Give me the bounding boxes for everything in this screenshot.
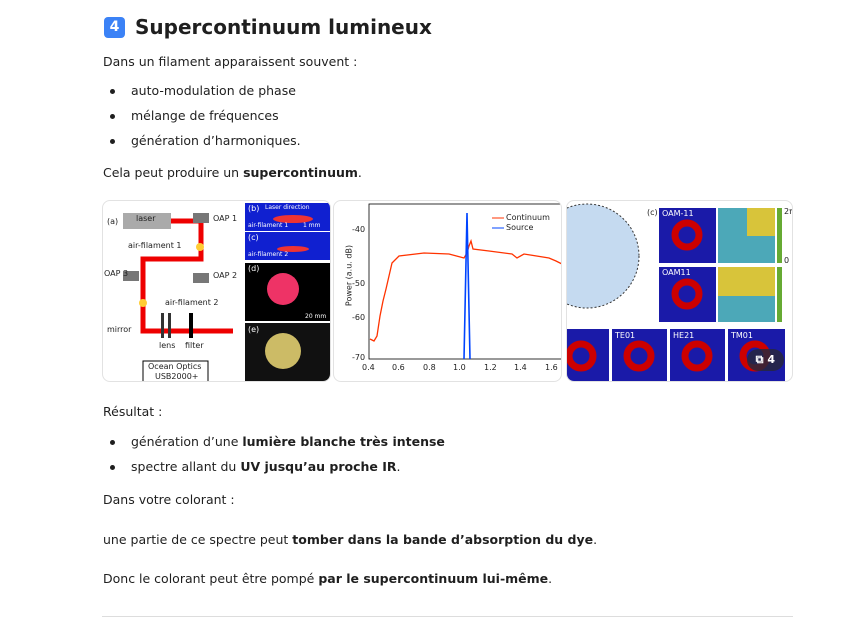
spectrum-plot xyxy=(368,203,561,360)
list-item: génération d’harmoniques. xyxy=(103,133,301,158)
produce-text: Cela peut produire un supercontinuum. xyxy=(103,165,362,180)
list-item: spectre allant du UV jusqu’au proche IR. xyxy=(103,459,445,484)
dye-label: Dans votre colorant : xyxy=(103,492,235,507)
section-title: Supercontinuum lumineux xyxy=(135,15,432,39)
section-heading: 4 Supercontinuum lumineux xyxy=(104,15,432,39)
image-spectrum[interactable]: Continuum Source Power (a.u. dB) -40 -50… xyxy=(333,200,562,382)
intro-text: Dans un filament apparaissent souvent : xyxy=(103,54,358,69)
gallery-icon: ⧉ xyxy=(755,353,768,366)
setup-diagram xyxy=(123,203,330,381)
list-item: auto-modulation de phase xyxy=(103,83,301,108)
image-modes[interactable]: (c) OAM-11 OAM11 TE01 HE21 TM01 2π 0 ⧉ 4 xyxy=(566,200,793,382)
divider xyxy=(102,616,793,617)
keycap-4-icon: 4 xyxy=(104,16,125,38)
results-list: génération d’une lumière blanche très in… xyxy=(103,434,445,484)
effects-list: auto-modulation de phase mélange de fréq… xyxy=(103,83,301,158)
more-images-button[interactable]: ⧉ 4 xyxy=(746,349,784,371)
source-line xyxy=(463,212,471,360)
dye-text-2: Donc le colorant peut être pompé par le … xyxy=(103,571,553,586)
list-item: mélange de fréquences xyxy=(103,108,301,133)
modes-figure xyxy=(567,203,785,381)
list-item: génération d’une lumière blanche très in… xyxy=(103,434,445,459)
result-label: Résultat : xyxy=(103,404,163,419)
image-setup[interactable]: (a) laser OAP 1 air-filament 1 OAP 3 OAP… xyxy=(102,200,331,382)
dye-text-1: une partie de ce spectre peut tomber dan… xyxy=(103,532,598,547)
